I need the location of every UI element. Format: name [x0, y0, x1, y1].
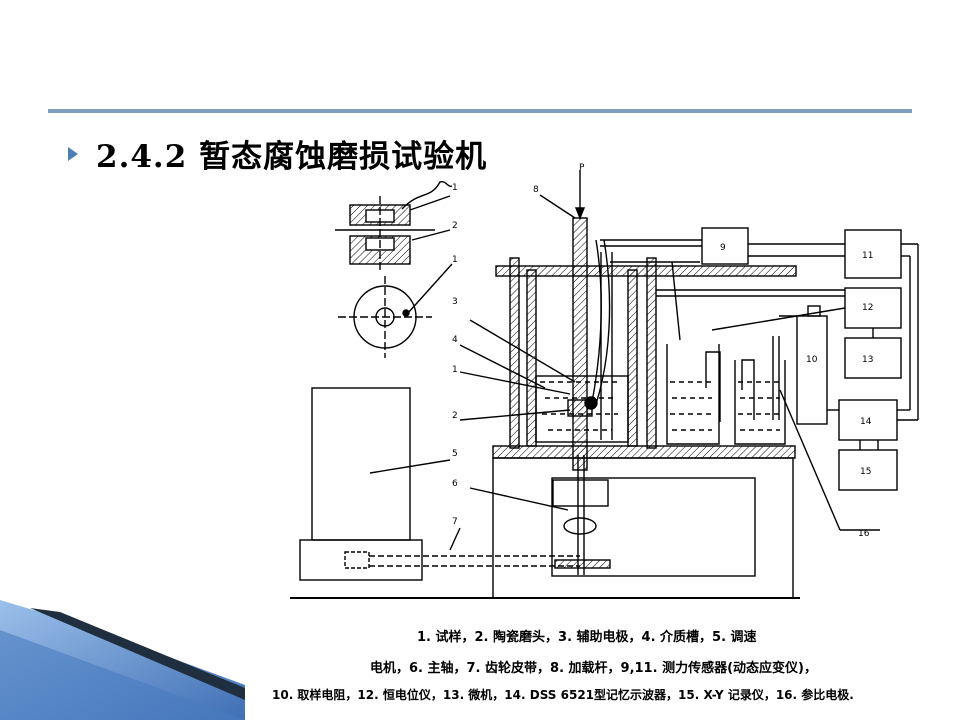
label-11: 11	[862, 251, 873, 261]
bullet-icon	[68, 147, 78, 161]
label-3: 3	[452, 297, 458, 307]
caption-line-1: 1. 试样，2. 陶瓷磨头，3. 辅助电极，4. 介质槽，5. 调速	[417, 630, 757, 645]
label-15: 15	[860, 467, 871, 477]
label-4: 4	[452, 335, 458, 345]
label-1: 1	[452, 183, 458, 193]
label-6: 6	[452, 479, 458, 489]
specimen-detail	[335, 180, 453, 358]
motor	[290, 387, 800, 599]
label-12: 12	[862, 303, 873, 313]
beakers	[666, 336, 786, 445]
label-1b: 1	[452, 255, 458, 265]
corner-decoration	[0, 600, 245, 720]
label-7: 7	[452, 517, 458, 527]
top-rule	[48, 109, 912, 113]
caption-line-2: 电机，6. 主轴，7. 齿轮皮带，8. 加载杆，9,11. 测力传感器(动态应变…	[370, 661, 817, 676]
label-2c: 2	[452, 411, 458, 421]
part-labels: P 1 2 1 3 4 1 2 5 6 7 8 9 10 11 12 13 14…	[452, 163, 873, 539]
machine-frame	[492, 257, 797, 599]
label-16: 16	[858, 529, 870, 539]
instruments	[600, 227, 919, 531]
label-13: 13	[862, 355, 873, 365]
slide-title: 2.4.2 暂态腐蚀磨损试验机	[96, 138, 488, 175]
label-5: 5	[452, 449, 458, 459]
label-8: 8	[533, 185, 539, 195]
label-10: 10	[806, 355, 818, 365]
leader-lines	[459, 194, 576, 511]
loading-rod	[535, 170, 629, 471]
label-1c: 1	[452, 365, 458, 375]
label-9: 9	[720, 243, 726, 253]
caption-line-3: 10. 取样电阻，12. 恒电位仪，13. 微机，14. DSS 6521型记忆…	[272, 688, 854, 702]
title-row: 2.4.2 暂态腐蚀磨损试验机	[68, 130, 487, 176]
label-force: P	[579, 163, 585, 173]
label-2: 2	[452, 221, 458, 231]
label-14: 14	[860, 417, 872, 427]
